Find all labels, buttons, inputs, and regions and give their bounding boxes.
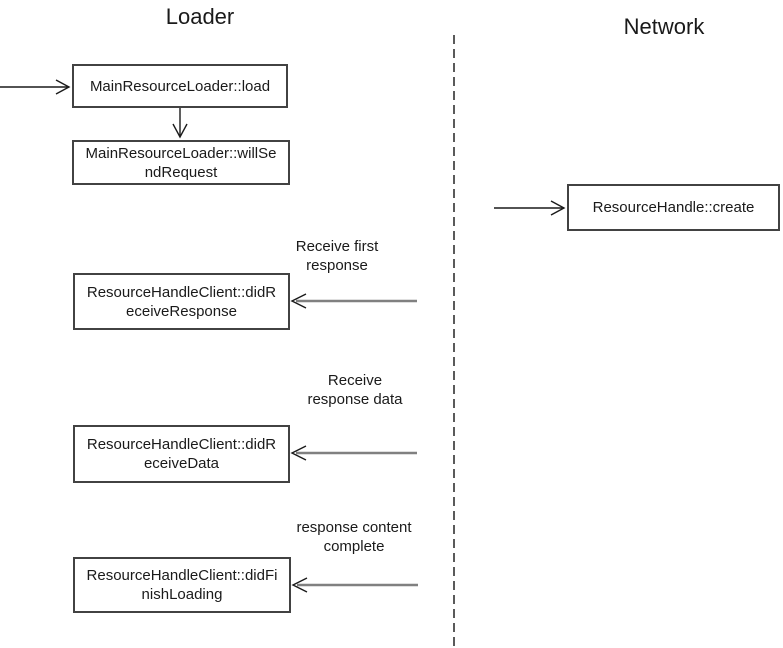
box-label: ResourceHandle::create: [592, 199, 755, 216]
arrow-load-to-will-send-request: [172, 108, 188, 139]
box-label: ResourceHandleClient::didFi nishLoading: [86, 567, 278, 603]
box-resource-handle-client-did-receive-data: ResourceHandleClient::didR eceiveData: [73, 425, 290, 483]
arrow-into-did-finish-loading: [291, 577, 418, 593]
box-label: ResourceHandleClient::didR eceiveData: [86, 436, 277, 472]
box-resource-handle-client-did-receive-response: ResourceHandleClient::didR eceiveRespons…: [73, 273, 290, 330]
box-label: ResourceHandleClient::didR eceiveRespons…: [86, 283, 277, 320]
arrow-into-resource-handle-create: [494, 200, 566, 216]
arrow-into-did-receive-response: [290, 293, 417, 309]
box-resource-handle-create: ResourceHandle::create: [567, 184, 780, 231]
annotation-receive-response-data: Receive response data: [307, 372, 403, 408]
box-label: MainResourceLoader::willSe ndRequest: [85, 144, 277, 181]
arrow-into-load: [0, 79, 71, 95]
annotation-receive-first-response: Receive first response: [295, 238, 379, 274]
box-label: MainResourceLoader::load: [89, 77, 271, 95]
annotation-response-content-complete: response content complete: [296, 519, 412, 555]
box-main-resource-loader-load: MainResourceLoader::load: [72, 64, 288, 108]
column-title-network: Network: [623, 14, 705, 39]
box-resource-handle-client-did-finish-loading: ResourceHandleClient::didFi nishLoading: [73, 557, 291, 613]
arrow-into-did-receive-data: [290, 445, 417, 461]
column-title-loader: Loader: [165, 4, 235, 29]
box-main-resource-loader-will-send-request: MainResourceLoader::willSe ndRequest: [72, 140, 290, 185]
